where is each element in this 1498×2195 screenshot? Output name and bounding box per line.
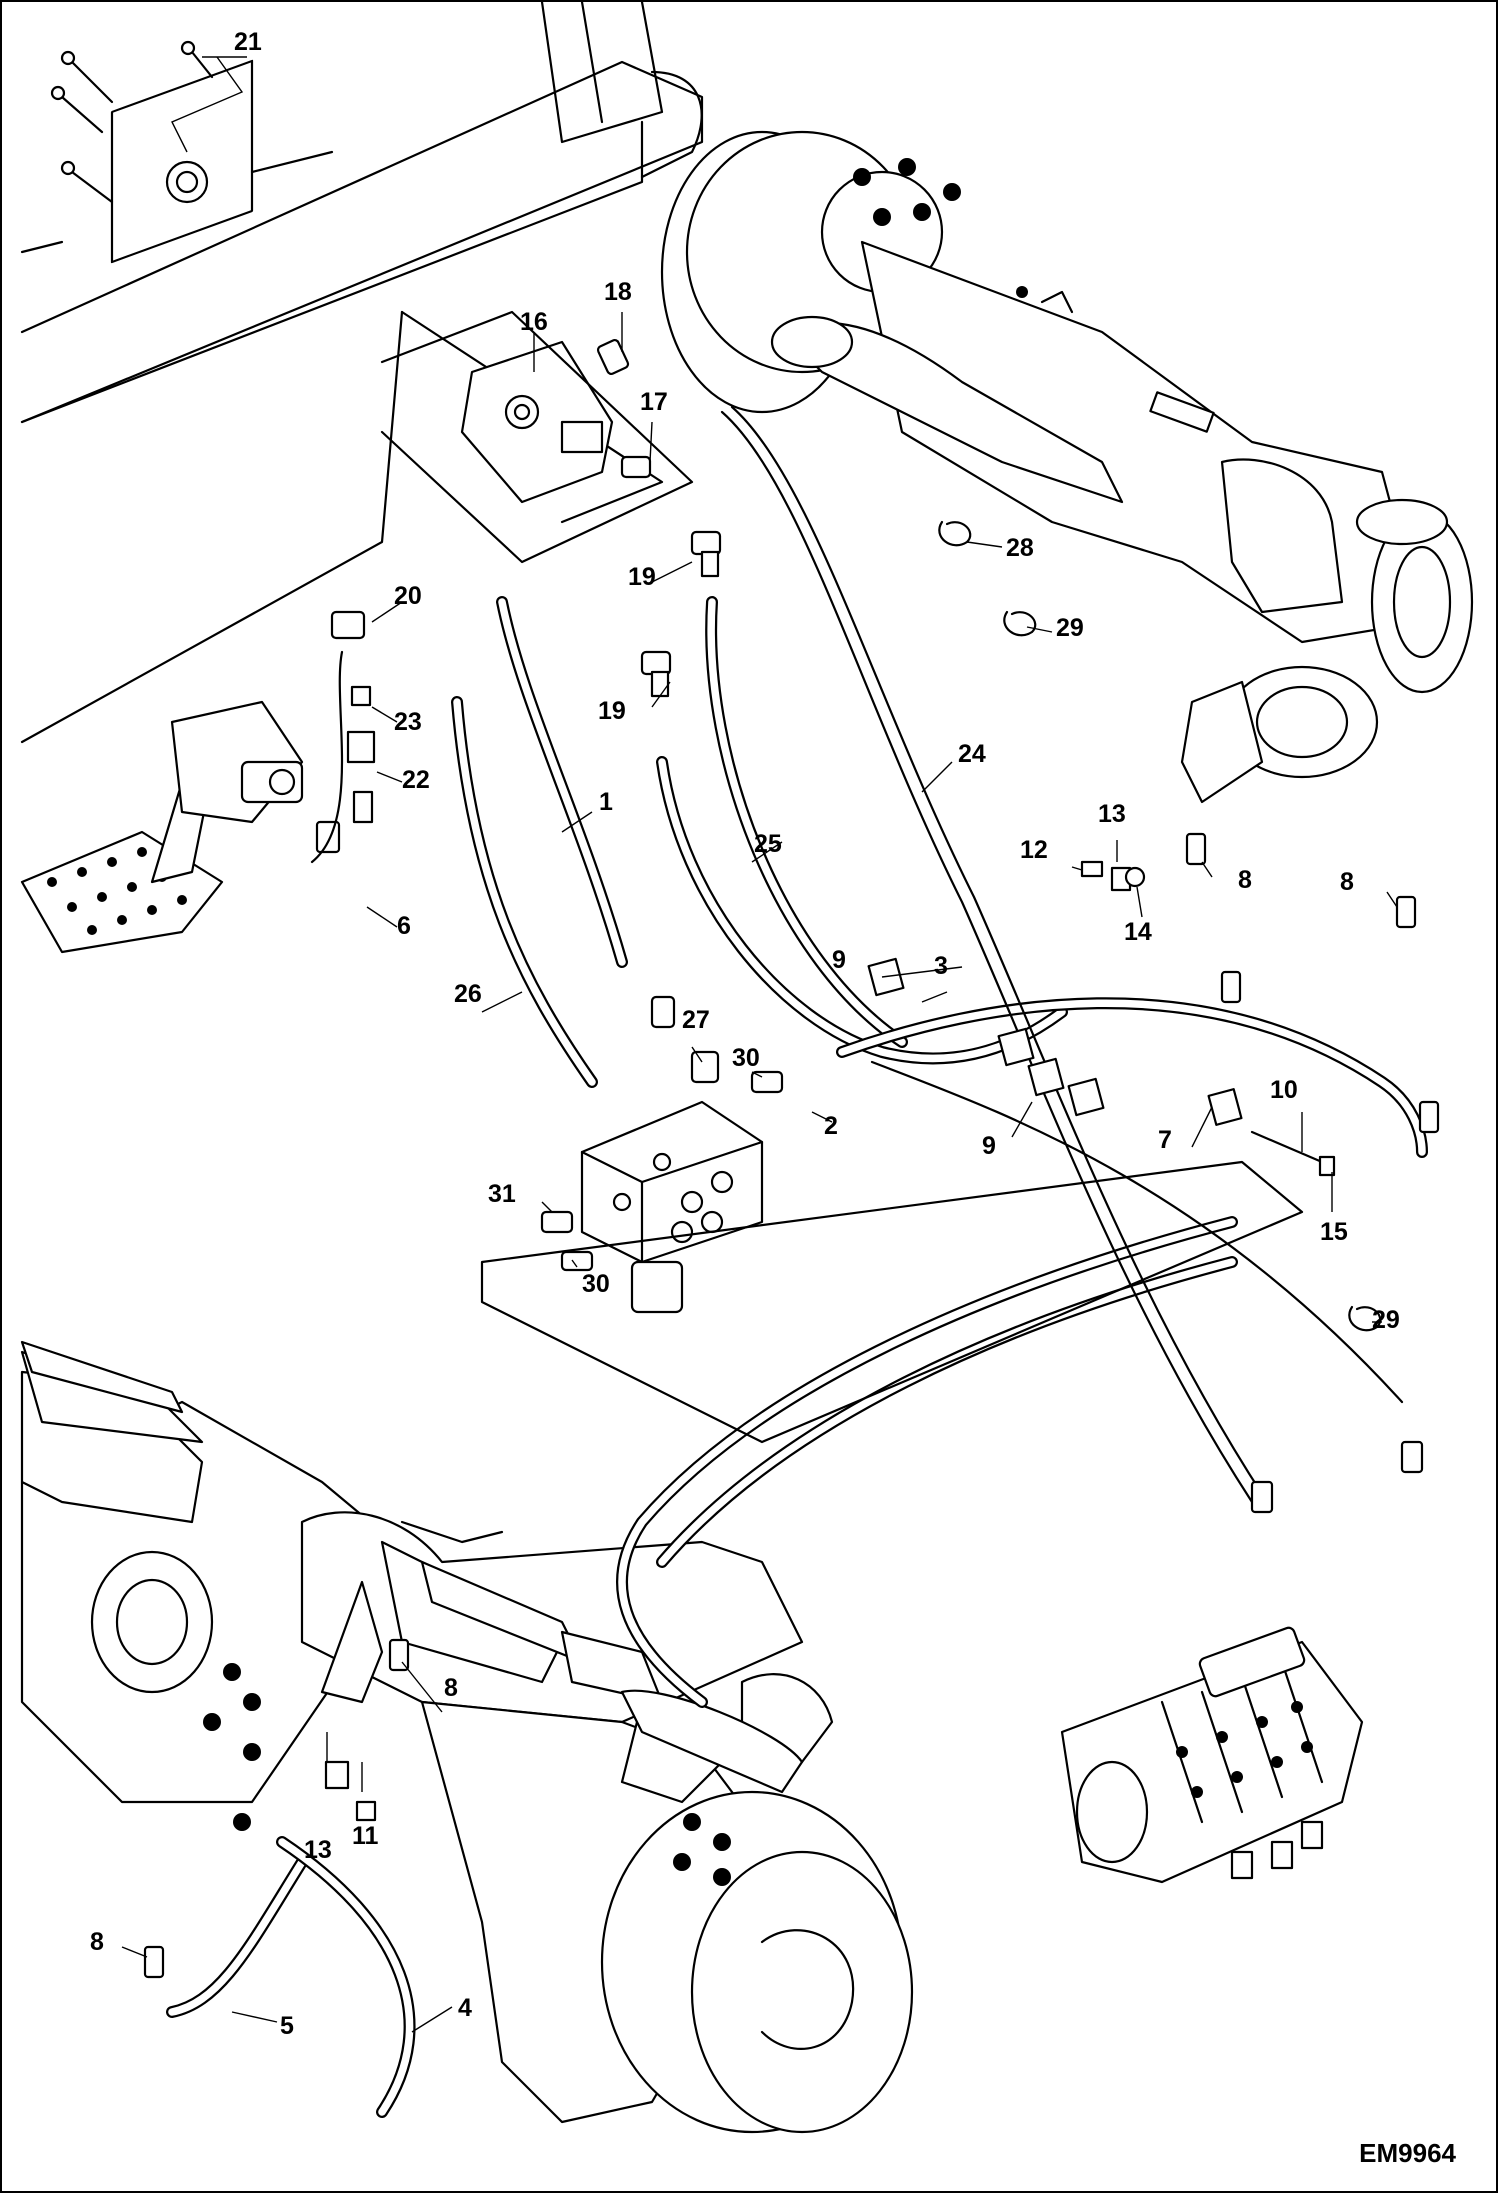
callout-30-lower: 30 xyxy=(582,1270,610,1298)
leader-lines xyxy=(121,56,1398,2033)
callout-8-rear-a: 8 xyxy=(1238,866,1252,894)
callout-29-lower: 29 xyxy=(1372,1306,1400,1334)
callout-21: 21 xyxy=(234,28,262,56)
control-valve-bank xyxy=(1060,1626,1364,1884)
callout-20: 20 xyxy=(394,582,422,610)
callout-29-upper: 29 xyxy=(1056,614,1084,642)
callout-6: 6 xyxy=(397,912,411,940)
brake-pedal xyxy=(20,700,304,954)
callout-14: 14 xyxy=(1124,918,1152,946)
callout-17: 17 xyxy=(640,388,668,416)
callout-11: 11 xyxy=(352,1822,379,1850)
callout-18: 18 xyxy=(604,278,632,306)
callout-25: 25 xyxy=(754,830,782,858)
callout-7: 7 xyxy=(1158,1126,1172,1154)
callout-27: 27 xyxy=(682,1006,710,1034)
bolt-set-21 xyxy=(50,40,244,204)
callout-5: 5 xyxy=(280,2012,294,2040)
callout-24: 24 xyxy=(958,740,986,768)
callout-19-lower: 19 xyxy=(598,697,626,725)
manifold-block xyxy=(480,995,1304,1444)
callout-4: 4 xyxy=(458,1994,472,2022)
callout-22: 22 xyxy=(402,766,430,794)
rear-axle xyxy=(660,130,1474,804)
callout-10: 10 xyxy=(1270,1076,1298,1104)
callout-28: 28 xyxy=(1006,534,1034,562)
callout-8-front-a: 8 xyxy=(444,1674,458,1702)
callout-9-upper: 9 xyxy=(832,946,846,974)
callout-13-upper: 13 xyxy=(1098,800,1126,828)
callout-3: 3 xyxy=(934,952,948,980)
hoses xyxy=(166,405,1428,2118)
drawing-code: EM9964 xyxy=(1359,2138,1456,2168)
callout-15: 15 xyxy=(1320,1218,1348,1246)
callout-31: 31 xyxy=(488,1180,516,1208)
callout-12: 12 xyxy=(1020,836,1048,864)
callout-8-rear-b: 8 xyxy=(1340,868,1354,896)
small-hardware xyxy=(324,520,1382,1822)
front-axle xyxy=(20,1340,914,2134)
callout-13-lower: 13 xyxy=(304,1836,332,1864)
callout-26: 26 xyxy=(454,980,482,1008)
callout-2: 2 xyxy=(824,1112,838,1140)
callout-16: 16 xyxy=(520,308,548,336)
callout-8-front-b: 8 xyxy=(90,1928,104,1956)
callout-23: 23 xyxy=(394,708,422,736)
callout-19-upper: 19 xyxy=(628,563,656,591)
callout-9-lower: 9 xyxy=(982,1132,996,1160)
valve-16 xyxy=(380,310,694,564)
callout-1: 1 xyxy=(599,788,613,816)
fittings xyxy=(315,338,722,854)
fittings-8 xyxy=(143,832,1440,1979)
callout-30-upper: 30 xyxy=(732,1044,760,1072)
